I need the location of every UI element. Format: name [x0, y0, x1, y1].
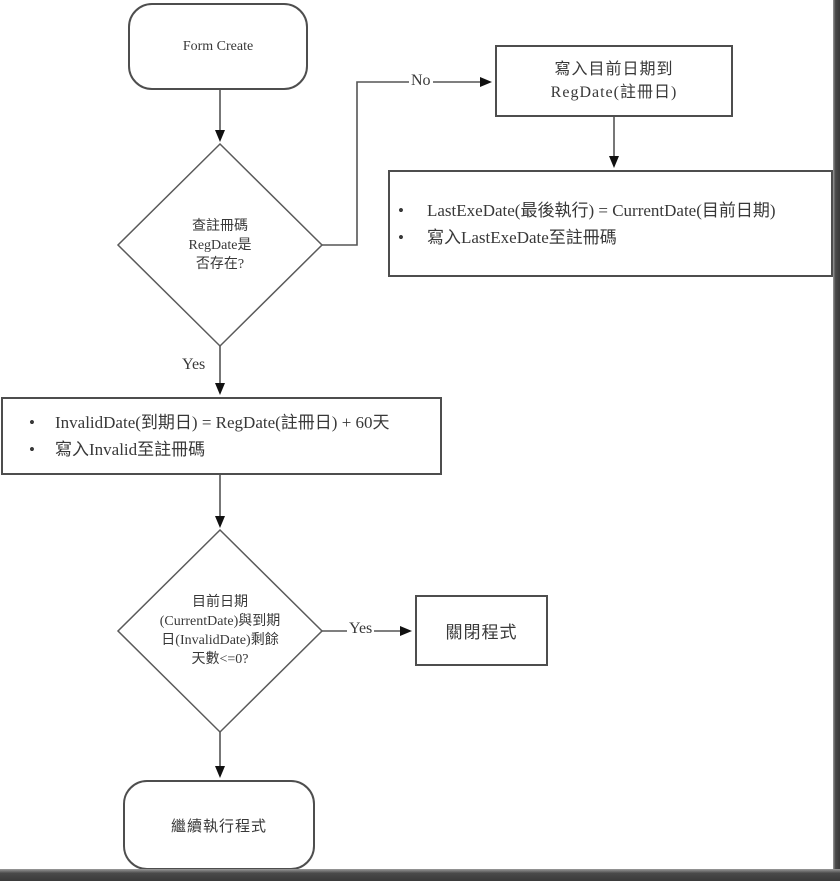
arrowhead-down-decision2	[215, 516, 225, 528]
process-close-program-label: 關閉程式	[445, 623, 518, 642]
process-write-regdate: 寫入目前日期到 RegDate(註冊日)	[495, 45, 733, 117]
invaliddate-bullet-1: InvalidDate(到期日) = RegDate(註冊日) + 60天	[3, 409, 440, 436]
start-node-label: Form Create	[182, 38, 254, 54]
process-close-program: 關閉程式	[415, 595, 548, 666]
process-set-invaliddate: InvalidDate(到期日) = RegDate(註冊日) + 60天 寫入…	[1, 397, 442, 475]
lastexedate-bullet-2: 寫入LastExeDate至註冊碼	[390, 224, 831, 251]
window-frame-bottom-edge	[0, 869, 840, 881]
arrowhead-down-lastexe	[609, 156, 619, 168]
decision-days-line3: 日(InvalidDate)剩餘	[161, 633, 279, 648]
decision-regdate-line3: 否存在?	[195, 257, 245, 272]
edge-label-yes-2: Yes	[347, 620, 375, 638]
arrowhead-down-invalidbox	[215, 383, 225, 395]
invaliddate-bullet-list: InvalidDate(到期日) = RegDate(註冊日) + 60天 寫入…	[3, 409, 440, 463]
arrowhead-right-write-regdate	[480, 77, 492, 87]
process-update-lastexedate: LastExeDate(最後執行) = CurrentDate(目前日期) 寫入…	[388, 170, 833, 277]
edge-label-no: No	[409, 72, 433, 90]
decision-days-line2: (CurrentDate)與到期	[159, 614, 281, 629]
lastexedate-bullet-1: LastExeDate(最後執行) = CurrentDate(目前日期)	[390, 197, 831, 224]
arrowhead-down-decision1	[215, 130, 225, 142]
decision-days-line4: 天數<=0?	[191, 652, 249, 667]
decision-regdate-text: 查註冊碼 RegDate是 否存在?	[145, 217, 295, 274]
lastexedate-bullet-list: LastExeDate(最後執行) = CurrentDate(目前日期) 寫入…	[390, 197, 831, 251]
edge-label-yes-1: Yes	[182, 356, 206, 373]
process-write-regdate-line1: 寫入目前日期到	[554, 61, 674, 78]
decision-regdate-line1: 查註冊碼	[192, 219, 248, 234]
decision-days-text: 目前日期 (CurrentDate)與到期 日(InvalidDate)剩餘 天…	[118, 593, 322, 669]
window-frame-right-edge	[833, 0, 840, 881]
decision-regdate-line2: RegDate是	[188, 238, 252, 253]
decision-days-line1: 目前日期	[192, 595, 248, 610]
arrowhead-right-close	[400, 626, 412, 636]
end-node-label: 繼續執行程式	[170, 818, 267, 835]
start-node: Form Create	[128, 3, 308, 90]
arrowhead-down-end	[215, 766, 225, 778]
invaliddate-bullet-2: 寫入Invalid至註冊碼	[3, 436, 440, 463]
process-write-regdate-line2: RegDate(註冊日)	[550, 84, 678, 101]
end-node: 繼續執行程式	[123, 780, 315, 870]
